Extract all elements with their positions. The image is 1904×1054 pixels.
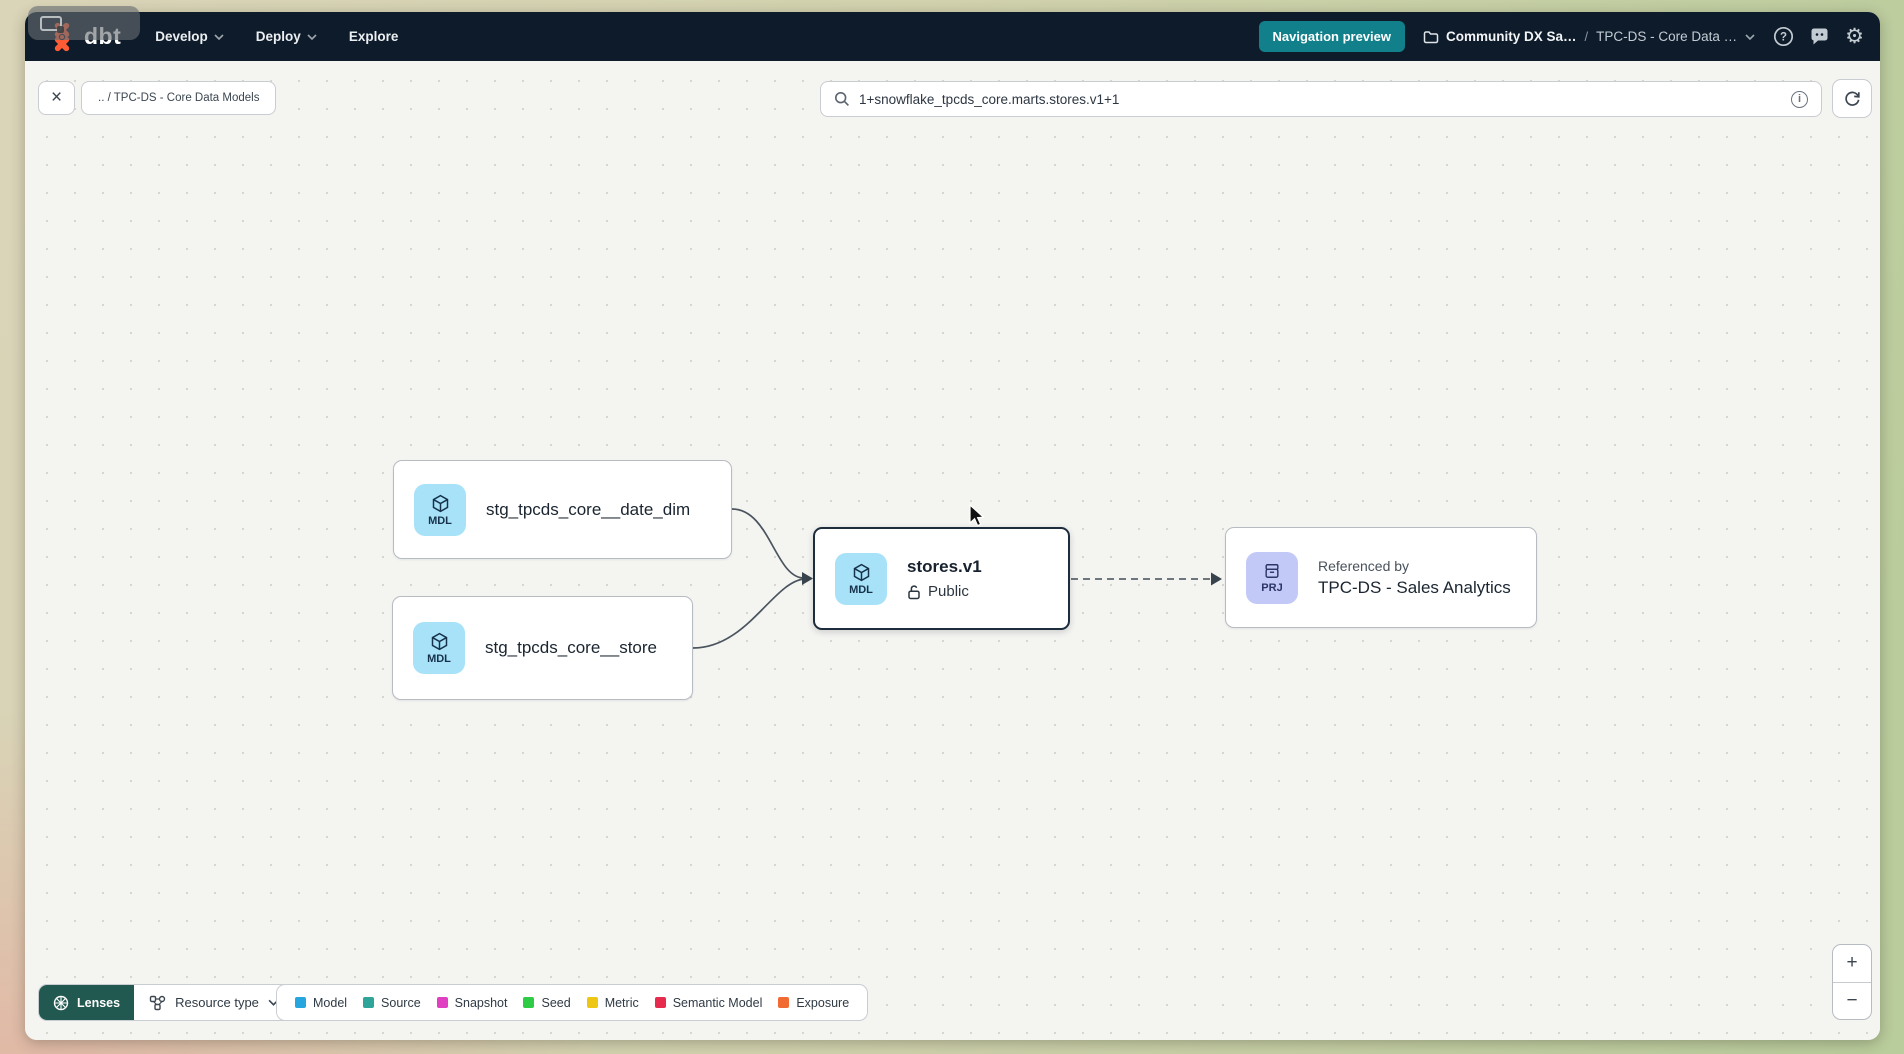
breadcrumb-separator: / xyxy=(1584,29,1589,44)
zoom-out-button[interactable]: − xyxy=(1846,989,1858,1011)
node-referenced-by-project[interactable]: PRJ Referenced by TPC-DS - Sales Analyti… xyxy=(1225,527,1537,628)
legend-item-semantic-model: Semantic Model xyxy=(654,996,762,1010)
legend-item-metric: Metric xyxy=(586,996,639,1010)
cube-icon xyxy=(853,563,869,581)
unlock-icon xyxy=(908,584,920,599)
snapshot-swatch xyxy=(436,997,448,1008)
metric-swatch xyxy=(586,997,598,1008)
node-title: TPC-DS - Sales Analytics xyxy=(1318,577,1511,597)
legend-item-snapshot: Snapshot xyxy=(436,996,507,1010)
resource-type-icon xyxy=(149,995,166,1010)
info-icon[interactable]: i xyxy=(1791,90,1808,108)
navbar-icons: ? ⚙ xyxy=(1773,26,1864,47)
node-stg-tpcds-core-store[interactable]: MDL stg_tpcds_core__store xyxy=(392,596,693,700)
feedback-icon[interactable] xyxy=(1809,27,1830,47)
cube-icon xyxy=(432,494,448,512)
refresh-icon xyxy=(1844,91,1860,106)
lineage-selector-bar: i xyxy=(820,81,1822,117)
model-badge: MDL xyxy=(414,483,466,536)
chevron-down-icon[interactable] xyxy=(1745,33,1755,40)
menu-deploy[interactable]: Deploy xyxy=(256,29,317,44)
zoom-controls: + − xyxy=(1832,944,1872,1020)
lineage-path-chip[interactable]: .. / TPC-DS - Core Data Models xyxy=(81,81,277,115)
model-swatch xyxy=(295,997,306,1008)
lenses-icon xyxy=(53,995,69,1010)
breadcrumb-page[interactable]: TPC-DS - Core Data … xyxy=(1596,29,1738,44)
node-kicker: Referenced by xyxy=(1318,557,1410,574)
legend-item-model: Model xyxy=(295,996,347,1010)
project-badge: PRJ xyxy=(1246,551,1298,604)
settings-gear-icon[interactable]: ⚙ xyxy=(1845,25,1864,48)
lenses-control-group: Lenses Resource type xyxy=(38,984,295,1021)
chevron-down-icon xyxy=(214,33,224,40)
zoom-in-button[interactable]: + xyxy=(1833,945,1871,983)
node-visibility: Public xyxy=(907,583,982,600)
node-title: stores.v1 xyxy=(907,557,982,576)
node-text: Referenced by TPC-DS - Sales Analytics xyxy=(1318,558,1511,598)
model-badge: MDL xyxy=(413,622,465,674)
menu-explore[interactable]: Explore xyxy=(348,29,399,44)
screen-share-icon xyxy=(40,15,64,33)
top-navbar: dbt Develop Deploy Explore Navigation pr… xyxy=(25,12,1880,61)
node-label: stg_tpcds_core__date_dim xyxy=(486,499,691,519)
lineage-canvas[interactable]: × .. / TPC-DS - Core Data Models i xyxy=(25,61,1880,1040)
cube-icon xyxy=(431,632,447,651)
legend-item-source: Source xyxy=(363,996,421,1010)
project-stack-icon xyxy=(1265,564,1279,578)
close-lineage-button[interactable]: × xyxy=(38,81,75,115)
folder-icon xyxy=(1423,30,1439,43)
source-swatch xyxy=(363,997,375,1008)
screen-share-overlay xyxy=(28,6,140,40)
breadcrumb: Community DX Sa… / TPC-DS - Core Data … xyxy=(1423,29,1755,44)
app-window: dbt Develop Deploy Explore Navigation pr… xyxy=(25,12,1880,1040)
help-icon[interactable]: ? xyxy=(1773,26,1794,47)
navigation-preview-badge[interactable]: Navigation preview xyxy=(1258,21,1405,52)
lenses-button[interactable]: Lenses xyxy=(39,985,135,1020)
search-icon xyxy=(834,91,849,106)
breadcrumb-project[interactable]: Community DX Sa… xyxy=(1423,29,1577,44)
seed-swatch xyxy=(523,997,535,1008)
selector-input[interactable] xyxy=(859,91,1782,107)
mouse-cursor xyxy=(969,504,985,527)
node-label: stg_tpcds_core__store xyxy=(485,638,657,657)
exposure-swatch xyxy=(778,997,790,1008)
node-stores-v1[interactable]: MDL stores.v1 Public xyxy=(813,527,1070,630)
legend-item-exposure: Exposure xyxy=(778,996,849,1010)
node-text: stores.v1 Public xyxy=(907,557,982,600)
chevron-down-icon xyxy=(307,33,317,40)
resource-type-dropdown[interactable]: Resource type xyxy=(134,985,294,1020)
semantic-model-swatch xyxy=(654,997,666,1008)
main-menu: Develop Deploy Explore xyxy=(155,29,398,44)
navbar-right: Navigation preview Community DX Sa… / TP… xyxy=(1258,21,1864,52)
resource-type-legend: Model Source Snapshot Seed Metric Semant… xyxy=(276,984,869,1021)
node-stg-tpcds-core-date-dim[interactable]: MDL stg_tpcds_core__date_dim xyxy=(393,460,732,559)
model-badge: MDL xyxy=(835,552,887,605)
refresh-lineage-button[interactable] xyxy=(1832,79,1872,118)
svg-text:?: ? xyxy=(1780,32,1787,44)
menu-develop[interactable]: Develop xyxy=(155,29,224,44)
legend-item-seed: Seed xyxy=(523,996,571,1010)
